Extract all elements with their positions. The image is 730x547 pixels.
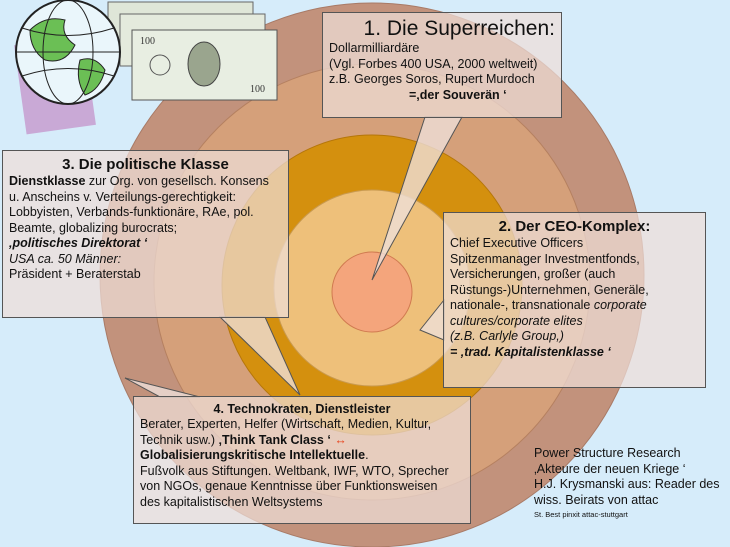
text-line: Chief Executive Officers	[450, 236, 584, 250]
text-line: von NGOs, genaue Kenntnisse über Funktio…	[140, 479, 438, 493]
text-line: Spitzenmanager Investmentfonds,	[450, 251, 640, 266]
callout-superreichen: 1. Die Superreichen: Dollarmilliardäre (…	[322, 12, 562, 118]
double-arrow-icon: ↔	[334, 432, 347, 447]
text-line: cultures/corporate elites	[450, 313, 583, 328]
callout-title: 3. Die politische Klasse	[62, 156, 229, 173]
text-line: Power Structure Research	[534, 446, 681, 460]
text-line: u. Anscheins v. Verteilungs-gerechtigkei…	[9, 189, 236, 204]
text-line: nationale-, transnationale corporate	[450, 298, 699, 314]
text-line: z.B. Georges Soros, Rupert Murdoch	[329, 72, 535, 86]
text-line: wiss. Beirats von attac	[534, 492, 659, 507]
svg-text:100: 100	[250, 84, 265, 95]
text: corporate	[593, 298, 647, 312]
text-line: Fußvolk aus Stiftungen. Weltbank, IWF, W…	[140, 463, 449, 478]
text-line: Berater, Experten, Helfer (Wirtschaft, M…	[140, 417, 432, 431]
text-line: des kapitalistischen Weltsystems	[140, 494, 323, 509]
callout-ceo-komplex: 2. Der CEO-Komplex: Chief Executive Offi…	[443, 212, 706, 388]
text-line: Globalisierungskritische Intellektuelle.	[140, 448, 464, 464]
text-line: Technik usw.) ‚Think Tank Class ‘ ↔	[140, 433, 464, 449]
text: .	[365, 448, 369, 462]
tag-line: = ‚trad. Kapitalistenklasse ‘	[450, 344, 611, 359]
callout-title: 2. Der CEO-Komplex:	[498, 218, 651, 235]
bold-line: Globalisierungskritische Intellektuelle	[140, 448, 366, 462]
callout-politische-klasse: 3. Die politische Klasse Dienstklasse zu…	[2, 150, 289, 318]
source-credits: Power Structure Research ‚Akteure der ne…	[534, 446, 720, 522]
text-line: USA ca. 50 Männer:	[9, 251, 122, 266]
callout-title: 4. Technokraten, Dienstleister	[213, 402, 391, 416]
text: nationale-, transnationale	[450, 298, 594, 312]
text-line: (z.B. Carlyle Group,)	[450, 329, 564, 343]
tag-line: ‚politisches Direktorat ‘	[9, 236, 148, 250]
text-line: Versicherungen, großer (auch	[450, 267, 616, 281]
text-line: Lobbyisten, Verbands-funktionäre, RAe, p…	[9, 205, 254, 219]
globe-icon	[15, 0, 121, 105]
text: Technik usw.)	[140, 432, 219, 447]
text-line: Dollarmilliardäre	[329, 41, 420, 55]
tag-line: =‚der Souverän ‘	[409, 87, 507, 102]
dollar-bills-image: 100 100	[107, 1, 278, 101]
text-line: (Vgl. Forbes 400 USA, 2000 weltweit)	[329, 56, 538, 71]
text: zur Org. von gesellsch. Konsens	[85, 174, 269, 188]
text-line: Rüstungs-)Unternehmen, Generäle,	[450, 282, 649, 297]
core-circle	[331, 251, 413, 333]
text-line: H.J. Krysmanski aus: Reader des	[534, 477, 720, 491]
text-line: Präsident + Beraterstab	[9, 267, 141, 281]
svg-text:100: 100	[140, 36, 155, 47]
think-tank-label: ‚Think Tank Class ‘	[218, 432, 331, 447]
callout-title: 1. Die Superreichen:	[363, 17, 555, 40]
text-line: Beamte, globalizing burocrats;	[9, 220, 178, 235]
callout-technokraten: 4. Technokraten, Dienstleister Berater, …	[133, 396, 471, 524]
bold-lead: Dienstklasse	[9, 174, 86, 188]
text-line: ‚Akteure der neuen Kriege ‘	[534, 461, 686, 476]
author-note: St. Best pinxit attac-stuttgart	[534, 510, 628, 519]
text-line: Dienstklasse zur Org. von gesellsch. Kon…	[9, 174, 282, 190]
